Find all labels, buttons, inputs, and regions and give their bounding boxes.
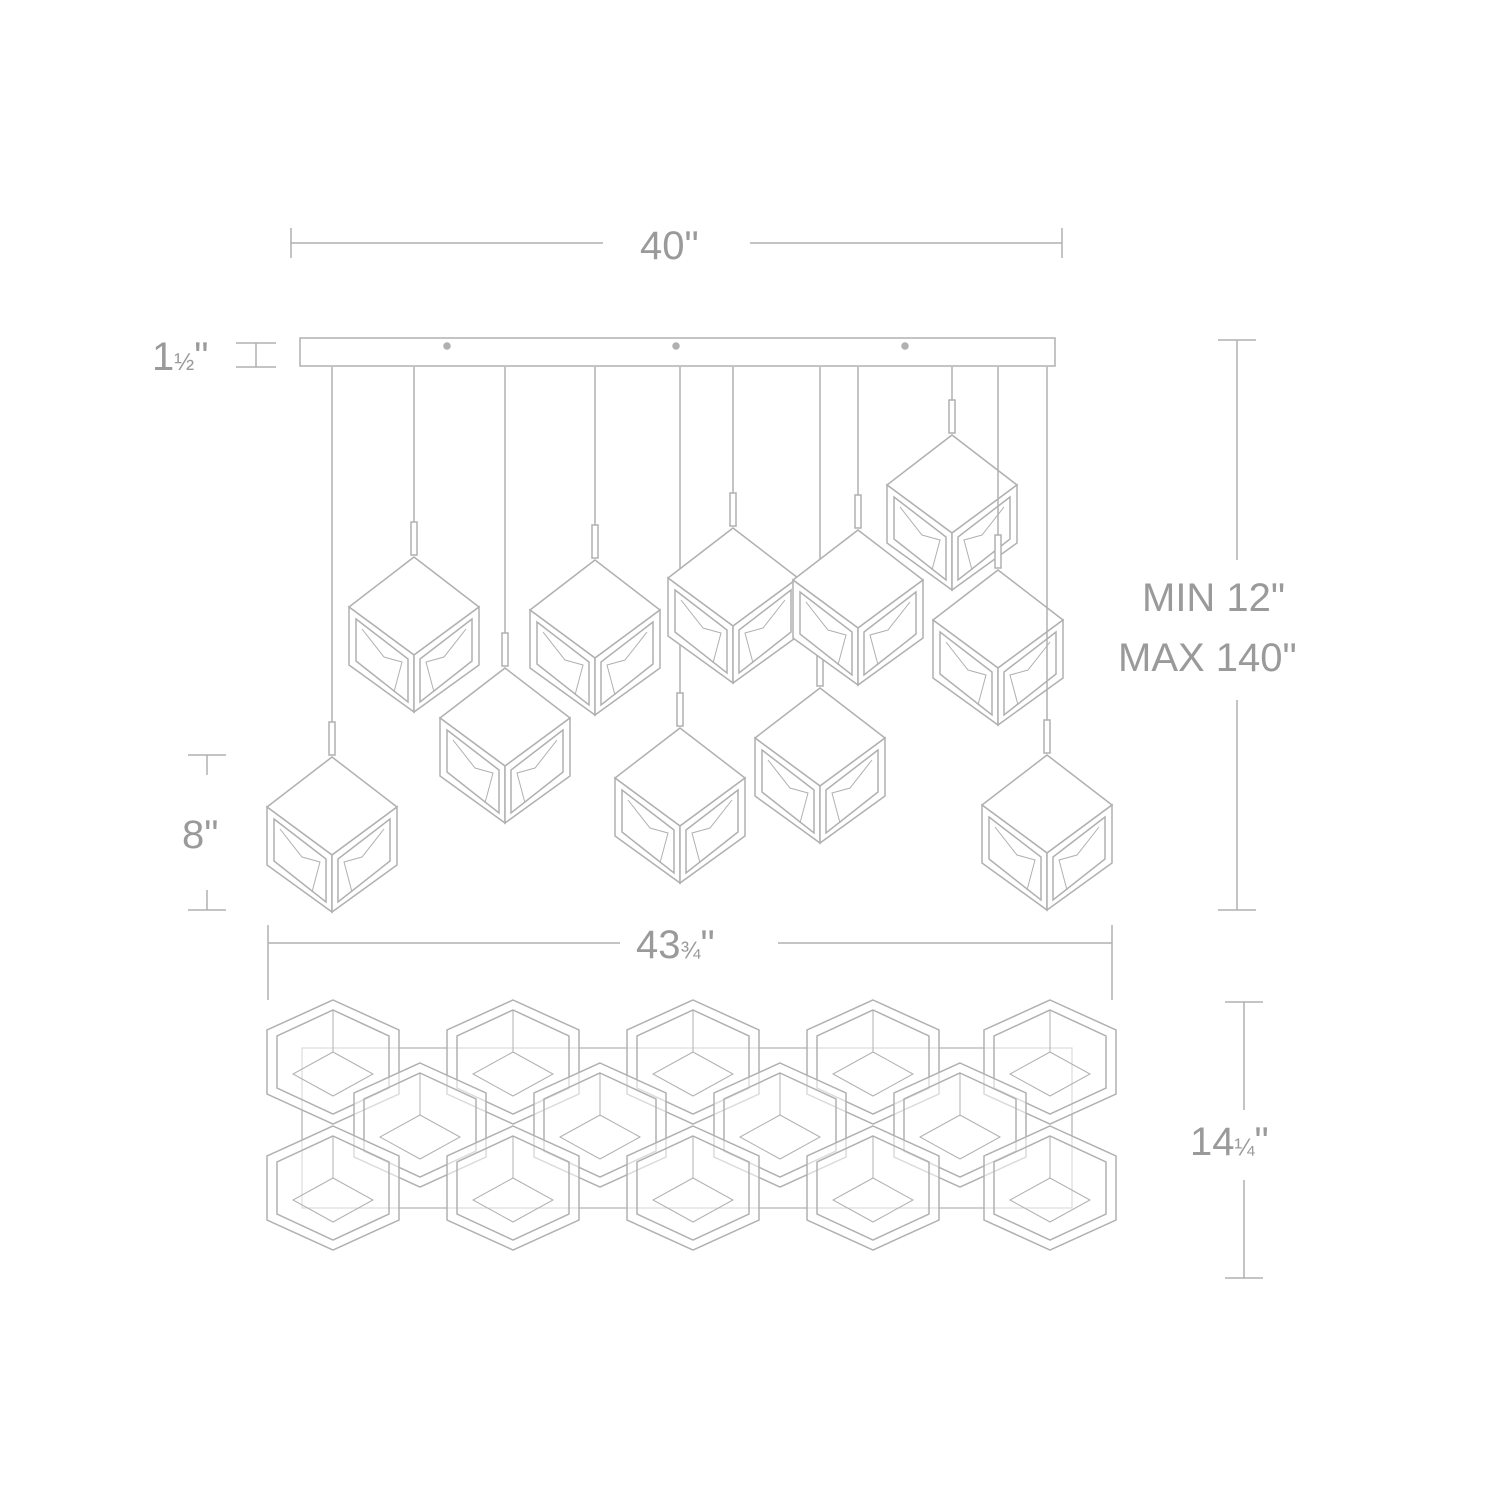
canopy-height-unit: ": [194, 335, 209, 379]
pendant-cube: [666, 367, 800, 685]
pendant-cube: [613, 367, 747, 885]
top-view-cube: [446, 1125, 580, 1251]
top-view-cube: [983, 1125, 1117, 1251]
canopy-height-whole: 1: [152, 335, 175, 379]
top-view: [266, 999, 1117, 1251]
pendants: [265, 367, 1114, 914]
overall-length-unit: ": [700, 923, 715, 967]
pendant-cube: [885, 367, 1019, 592]
overall-length-fraction: ¾: [680, 937, 701, 964]
pendant-cube: [791, 367, 925, 687]
canopy-height-label: 1½": [152, 337, 208, 377]
top-view-cube: [626, 1125, 760, 1251]
overall-width-whole: 14: [1190, 1120, 1235, 1164]
top-view-cube: [266, 1125, 400, 1251]
overall-width-fraction: ¼: [1234, 1134, 1255, 1161]
min-height-label: MIN 12": [1142, 576, 1286, 620]
pendant-cube: [347, 367, 481, 714]
overall-length-label: 43¾": [636, 925, 715, 965]
canopy: [299, 337, 1056, 367]
pendant-cube: [438, 367, 572, 825]
pendant-cube: [980, 367, 1114, 912]
max-height-label: MAX 140": [1118, 636, 1297, 680]
pendant-height-label: 8": [182, 813, 219, 857]
overall-length-whole: 43: [636, 923, 681, 967]
pendant-cube: [265, 367, 399, 914]
dimension-lines: [188, 228, 1263, 1279]
canopy-height-fraction: ½: [174, 349, 195, 376]
top-view-cube: [806, 1125, 940, 1251]
canopy-length-label: 40": [640, 224, 699, 268]
pendant-cube: [753, 367, 887, 845]
pendant-cube: [528, 367, 662, 717]
overall-width-label: 14¼": [1190, 1122, 1269, 1162]
overall-width-unit: ": [1254, 1120, 1269, 1164]
